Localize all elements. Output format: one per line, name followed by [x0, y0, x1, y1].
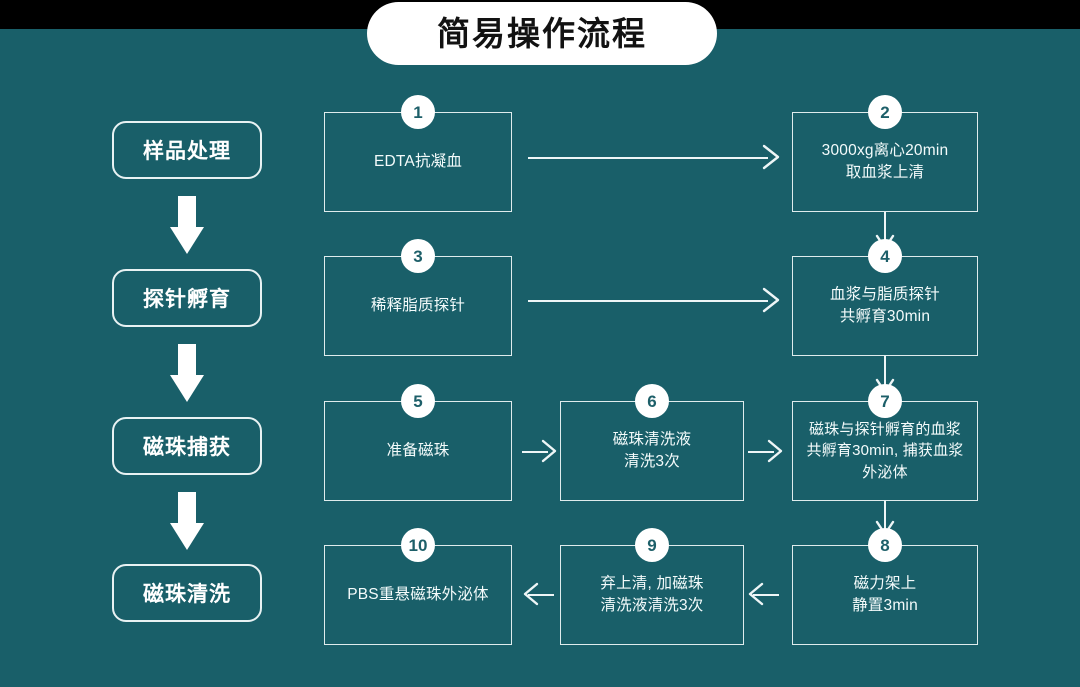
connector-line-8-to-9: [753, 594, 779, 596]
step-badge-10: 10: [401, 528, 435, 562]
arrow-head-8-to-9-icon: [746, 581, 766, 607]
stage-pill-sample-processing[interactable]: 样品处理: [112, 121, 262, 179]
step-badge-6: 6: [635, 384, 669, 418]
connector-line-4-to-7: [884, 356, 886, 392]
stage-arrow-down-icon-1: [170, 196, 204, 254]
connector-line-5-to-6: [522, 451, 548, 453]
step-text-3: 稀释脂质探针: [370, 296, 466, 314]
step-badge-1: 1: [401, 95, 435, 129]
step-badge-2: 2: [868, 95, 902, 129]
stage-label: 样品处理: [143, 140, 231, 163]
arrow-head-1-to-2-icon: [760, 143, 782, 171]
arrow-head-9-to-10-icon: [521, 581, 541, 607]
arrow-head-5-to-6-icon: [539, 438, 559, 464]
stage-label: 探针孵育: [143, 288, 231, 311]
step-box-4[interactable]: 4 血浆与脂质探针 共孵育30min: [792, 239, 978, 356]
step-box-2[interactable]: 2 3000xg离心20min 取血浆上清: [792, 95, 978, 212]
step-text-1: EDTA抗凝血: [373, 152, 463, 170]
connector-line-9-to-10: [528, 594, 554, 596]
step-badge-9: 9: [635, 528, 669, 562]
stage-label: 磁珠捕获: [143, 436, 231, 459]
stage-arrow-down-icon-3: [170, 492, 204, 550]
arrow-head-3-to-4-icon: [760, 286, 782, 314]
step-badge-4: 4: [868, 239, 902, 273]
connector-line-7-to-8: [884, 500, 886, 534]
arrow-head-6-to-7-icon: [765, 438, 785, 464]
step-box-8[interactable]: 8 磁力架上 静置3min: [792, 528, 978, 645]
step-text-8: 磁力架上 静置3min: [852, 574, 918, 614]
step-badge-3: 3: [401, 239, 435, 273]
stage-label: 磁珠清洗: [143, 583, 231, 606]
step-badge-5: 5: [401, 384, 435, 418]
step-box-7[interactable]: 7 磁珠与探针孵育的血浆 共孵育30min, 捕获血浆 外泌体: [792, 384, 978, 501]
title-pill: 简易操作流程: [367, 2, 717, 65]
stage-arrow-down-icon-2: [170, 344, 204, 402]
step-box-3[interactable]: 3 稀释脂质探针: [324, 239, 512, 356]
page-title: 简易操作流程: [437, 15, 647, 52]
step-badge-8: 8: [868, 528, 902, 562]
step-text-5: 准备磁珠: [386, 441, 450, 459]
step-badge-7: 7: [868, 384, 902, 418]
connector-line-2-to-4: [884, 212, 886, 248]
stage-pill-bead-washing[interactable]: 磁珠清洗: [112, 564, 262, 622]
step-box-1[interactable]: 1 EDTA抗凝血: [324, 95, 512, 212]
connector-line-1-to-2: [528, 157, 768, 159]
step-text-4: 血浆与脂质探针 共孵育30min: [830, 285, 940, 325]
stage-pill-probe-incubation[interactable]: 探针孵育: [112, 269, 262, 327]
step-box-10[interactable]: 10 PBS重悬磁珠外泌体: [324, 528, 512, 645]
step-box-6[interactable]: 6 磁珠清洗液 清洗3次: [560, 384, 744, 501]
step-text-2: 3000xg离心20min 取血浆上清: [821, 141, 949, 181]
connector-line-6-to-7: [748, 451, 774, 453]
step-box-9[interactable]: 9 弃上清, 加磁珠 清洗液清洗3次: [560, 528, 744, 645]
step-text-6: 磁珠清洗液 清洗3次: [612, 430, 692, 470]
step-text-9: 弃上清, 加磁珠 清洗液清洗3次: [600, 574, 704, 614]
step-text-10: PBS重悬磁珠外泌体: [347, 585, 489, 603]
step-box-5[interactable]: 5 准备磁珠: [324, 384, 512, 501]
step-text-7: 磁珠与探针孵育的血浆 共孵育30min, 捕获血浆 外泌体: [806, 421, 964, 481]
stage-pill-bead-capture[interactable]: 磁珠捕获: [112, 417, 262, 475]
connector-line-3-to-4: [528, 300, 768, 302]
